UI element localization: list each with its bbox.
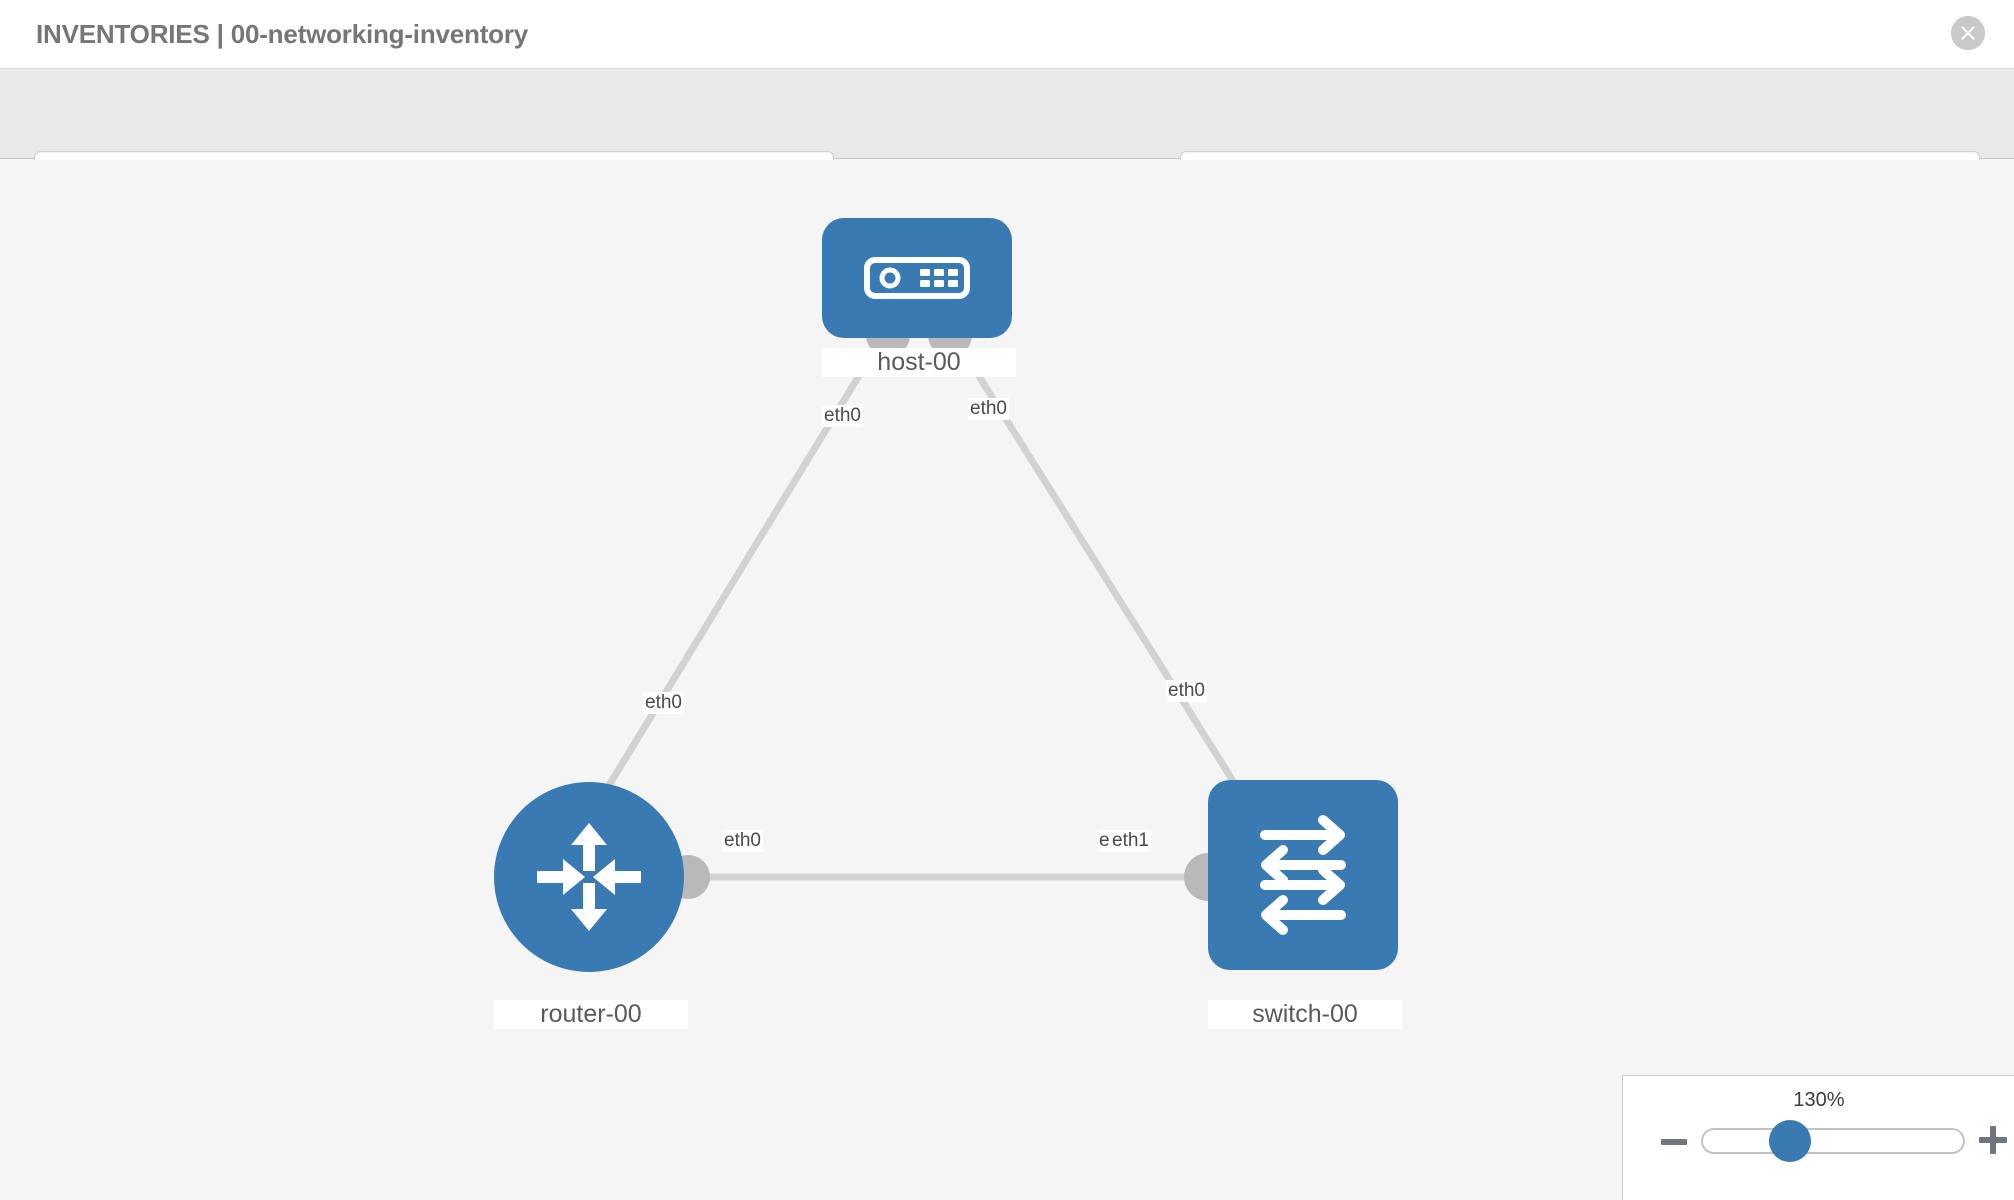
topology-canvas[interactable]: host-00 router-00 <box>0 160 2014 1200</box>
node-host-00-label: host-00 <box>822 348 1016 377</box>
zoom-level-label: 130% <box>1793 1089 1845 1111</box>
toolbar: ACTIONS SEARCH <box>0 69 2014 208</box>
edge-label-switch-left: eth1 <box>1110 830 1151 852</box>
node-router-00-label: router-00 <box>494 1000 688 1029</box>
zoom-slider-track[interactable] <box>1701 1128 1965 1154</box>
node-host-00-shape <box>822 218 1012 338</box>
close-icon[interactable] <box>1951 16 1985 50</box>
zoom-slider-thumb[interactable] <box>1769 1120 1811 1162</box>
node-switch-00[interactable] <box>1208 780 1398 970</box>
router-arrows-icon <box>537 823 641 931</box>
edge-label-router-right: eth0 <box>722 830 763 852</box>
page-title: INVENTORIES | 00-networking-inventory <box>36 19 529 49</box>
page-header: INVENTORIES | 00-networking-inventory <box>0 0 2014 69</box>
node-router-00-shape <box>494 782 684 972</box>
server-icon <box>864 257 970 299</box>
node-switch-00-label: switch-00 <box>1208 1000 1402 1029</box>
zoom-in-button[interactable] <box>1979 1126 2007 1154</box>
edge-label-switch-up: eth0 <box>1166 680 1207 702</box>
zoom-out-button[interactable] <box>1661 1139 1687 1145</box>
node-host-00[interactable] <box>822 218 1012 338</box>
node-switch-00-shape <box>1208 780 1398 970</box>
zoom-control-panel: 130% <box>1622 1075 2014 1200</box>
node-router-00[interactable] <box>494 782 684 972</box>
edge-label-router-up: eth0 <box>643 692 684 714</box>
edge-label-host-left: eth0 <box>822 405 863 427</box>
switch-arrows-icon <box>1260 815 1346 935</box>
edge-label-host-right: eth0 <box>968 398 1009 420</box>
